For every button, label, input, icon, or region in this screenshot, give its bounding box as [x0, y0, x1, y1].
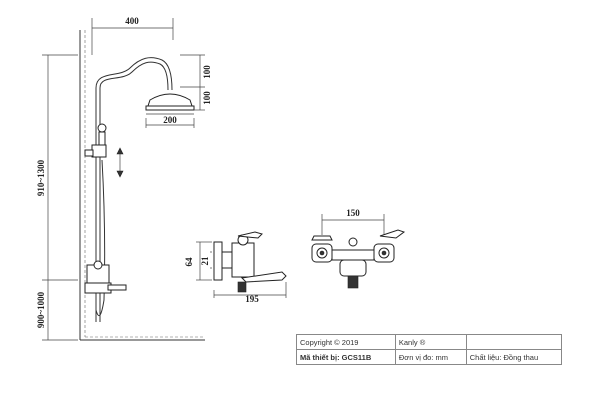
dim-21-text: 21: [200, 256, 210, 266]
dim-910-1300-text: 910~1300: [36, 159, 46, 196]
dimension-valve-depth: 64 21: [184, 241, 212, 281]
dimension-mount-height: 900~1000: [36, 291, 78, 341]
dim-100b-text: 100: [202, 91, 212, 105]
material-label: Chất liệu:: [469, 352, 502, 362]
valve-side-view: 195: [213, 231, 287, 304]
dim-400-text: 400: [125, 16, 139, 26]
dimension-arm-width: 400: [91, 16, 174, 55]
model-text: Mã thiết bị: GCS11B: [296, 349, 396, 365]
dim-64-text: 64: [184, 257, 194, 267]
dim-195-text: 195: [245, 294, 259, 304]
copyright-text: Copyright © 2019: [296, 334, 396, 350]
dimension-head-height: 100 100: [180, 54, 212, 111]
material-value: Đồng thau: [503, 352, 539, 362]
material-cell: Chất liệu: Đồng thau: [465, 349, 563, 365]
title-block: Copyright © 2019 Kanly ® Mã thiết bị: GC…: [296, 334, 563, 365]
dimension-rail-height: 910~1300: [36, 54, 78, 340]
dim-900-1000-text: 900~1000: [36, 291, 46, 328]
dimension-head-diameter: 200: [145, 115, 195, 128]
shower-head: [145, 93, 195, 115]
hand-shower: [84, 123, 107, 317]
dim-100a-text: 100: [202, 65, 212, 79]
dim-200-text: 200: [163, 115, 177, 125]
title-block-empty-cell: [465, 334, 563, 350]
dim-150-text: 150: [346, 208, 360, 218]
slide-arrow: [116, 147, 124, 178]
unit-text: Đơn vị đo: mm: [394, 349, 467, 365]
valve-front-view: 150: [311, 208, 406, 289]
mixer-valve-side: [84, 260, 127, 294]
brand-text: Kanly ®: [394, 334, 467, 350]
